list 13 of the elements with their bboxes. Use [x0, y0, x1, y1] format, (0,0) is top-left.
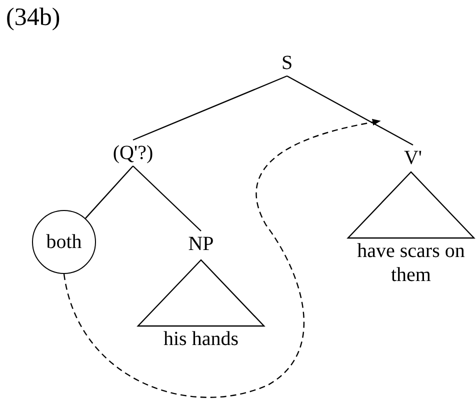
- branch-line: [286, 75, 414, 146]
- tree-node-label: V': [398, 145, 428, 171]
- branch-line: [132, 75, 288, 141]
- circled-node: both: [32, 210, 96, 274]
- example-number: (34b): [6, 3, 60, 33]
- tree-node-label: (Q'?): [103, 140, 163, 166]
- branch-line: [85, 166, 134, 219]
- tree-node-label: S: [272, 50, 302, 76]
- dashed-arrow: [63, 119, 381, 398]
- branch-line: [132, 166, 202, 232]
- terminal-text: his hands: [162, 327, 240, 351]
- tree-node-label: NP: [182, 231, 220, 257]
- terminal-text: have scars on them: [356, 239, 466, 287]
